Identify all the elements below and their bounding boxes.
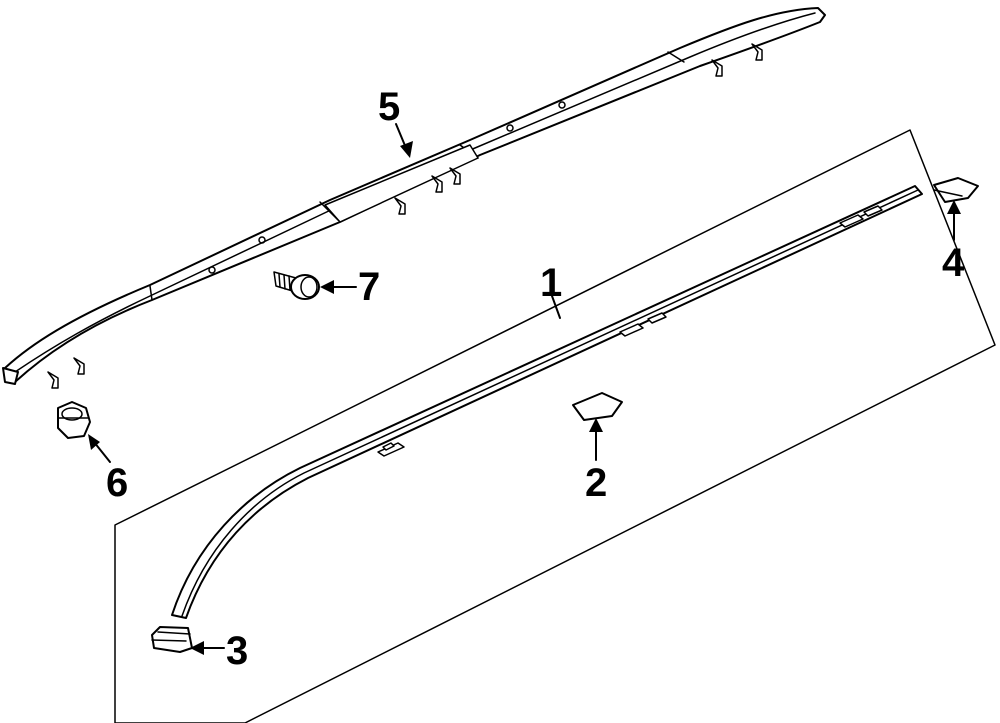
callout-3: 3 xyxy=(226,629,248,673)
callout-1: 1 xyxy=(540,261,562,305)
callout-5: 5 xyxy=(378,85,400,129)
callout-7: 7 xyxy=(358,265,380,309)
end-cap-part-4[interactable] xyxy=(933,177,979,203)
callout-6: 6 xyxy=(106,461,128,505)
end-cap-part-3[interactable] xyxy=(151,626,193,653)
group-box xyxy=(114,129,996,723)
clip-part-2[interactable] xyxy=(572,392,623,421)
roof-molding-part-1[interactable] xyxy=(171,185,923,619)
roof-rail-part-5[interactable] xyxy=(2,7,826,389)
callout-2: 2 xyxy=(585,461,607,505)
nut-part-6[interactable] xyxy=(57,401,91,439)
leader-lines xyxy=(88,123,961,655)
bolt-part-7[interactable] xyxy=(273,271,320,300)
callout-4: 4 xyxy=(942,241,965,285)
